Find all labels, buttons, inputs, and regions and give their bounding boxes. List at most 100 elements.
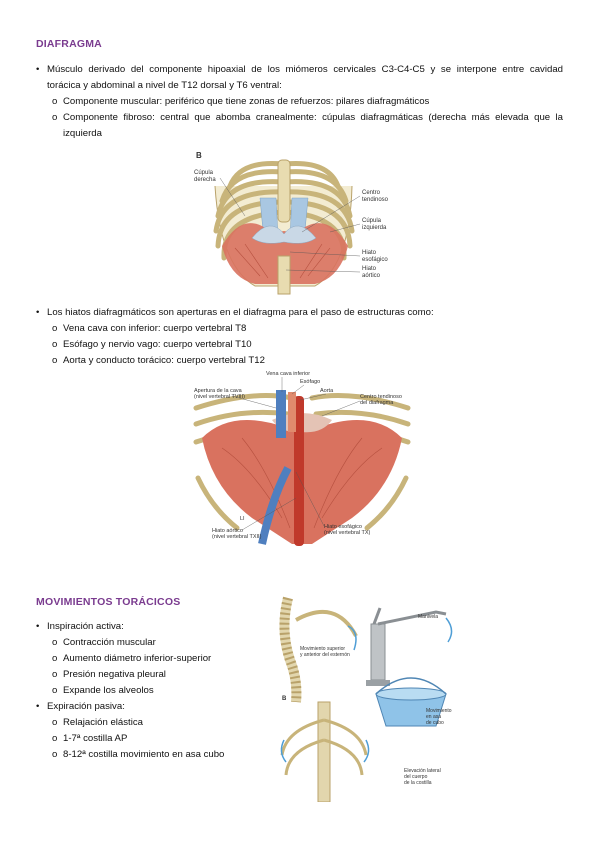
sub-bullet: o [52,669,58,680]
label-mov-superior-2: y anterior del esternón [300,652,350,658]
expiracion-text: Expiración pasiva: [47,701,125,712]
sub-bullet: o [52,749,58,760]
sub-bullet: o [52,96,58,107]
sub-bullet: o [52,685,58,696]
figure-letter: B [282,696,287,702]
label-hiato-esofagico: Hiato esofágico [324,524,362,530]
insp-item: o Aumento diámetro inferior-superior [52,651,211,667]
label-mov-superior: Movimiento superior [300,646,345,652]
label-hiato-aortico-2: aórtico [362,273,381,279]
vena-cava [276,390,286,438]
sub-bullet: o [52,717,58,728]
spine-lateral [279,596,302,703]
inspiracion-title: • Inspiración activa: [36,619,124,635]
exp-item: o Relajación elástica [52,715,143,731]
sub-item-fibroso-cont: izquierda [63,128,102,139]
figure-thoracic-movements: B Manivela Movimiento superior y anterio… [279,596,453,802]
label-centro-tendinoso: Centro tendinoso [360,394,402,400]
label-apertura-cava-2: (nivel vertebral TVIII) [194,394,245,400]
label-del-cuerpo: del cuerpo [404,774,428,780]
label-hiato-aortico-2: (nivel vertebral TXII) [212,534,262,540]
sub-bullet: o [52,355,58,366]
hiato-item-text: Aorta y conducto torácico: cuerpo verteb… [63,355,265,366]
bullet: • [36,307,40,318]
exp-item-text: 1-7ª costilla AP [63,733,128,744]
sub-item-muscular: o Componente muscular: periférico que tie… [52,94,429,110]
hiatos-intro: • Los hiatos diafragmáticos son aperturas… [36,305,434,321]
label-hiato-esofagico: Hiato [362,250,377,256]
sub-bullet: o [52,112,58,123]
sub-bullet: o [52,653,58,664]
hiato-item-text: Esófago y nervio vago: cuerpo vertebral … [63,339,252,350]
intro-text-1: Músculo derivado del componente hipoaxia… [47,64,563,75]
label-movimiento: Movimiento [426,708,452,714]
label-apertura-cava: Apertura de la cava [194,388,243,394]
label-centro-tendinoso-2: del diafragma [360,400,394,406]
aorta [294,396,304,546]
sub-bullet: o [52,637,58,648]
label-aorta: Aorta [320,388,334,394]
label-hiato-aortico: Hiato aórtico [212,528,243,534]
inspiracion-text: Inspiración activa: [47,621,124,632]
insp-item: o Contracción muscular [52,635,156,651]
insp-item-text: Presión negativa pleural [63,669,166,680]
label-elevacion-lateral: Elevación lateral [404,768,441,774]
bullet: • [36,64,40,75]
label-esofago: Esófago [300,379,320,385]
label-li: LI [240,516,245,522]
intro-line-1: • Músculo derivado del componente hipoaxi… [36,62,563,78]
insp-item-text: Contracción muscular [63,637,156,648]
sub-item-text: Componente fibroso: central que abomba c… [63,112,563,123]
esophagus [288,392,296,432]
section-title-movimientos: MOVIMIENTOS TORÁCICOS [36,596,181,608]
label-de-la-costilla: de la costilla [404,780,432,786]
pump-handle [366,607,453,686]
bucket [375,677,447,727]
movement-arrow [347,625,357,651]
label-centro-tendinoso-2: tendinoso [362,197,389,203]
hiato-item: o Vena cava con inferior: cuerpo vertebra… [52,321,246,337]
exp-item-text: Relajación elástica [63,717,143,728]
sub-item-fibroso: o Componente fibroso: central que abomba … [52,110,563,126]
bullet: • [36,621,40,632]
insp-item-text: Aumento diámetro inferior-superior [63,653,212,664]
label-hiato-esofagico-2: esofágico [362,257,388,263]
hiato-item: o Aorta y conducto torácico: cuerpo verte… [52,353,265,369]
hiato-item: o Esófago y nervio vago: cuerpo vertebral… [52,337,252,353]
exp-item-text: 8-12ª costilla movimiento en asa cubo [63,749,225,760]
label-hiato-aortico: Hiato [362,266,377,272]
spine [277,255,291,295]
sub-bullet: o [52,733,58,744]
spine-anterior [317,701,331,802]
diaphragm [222,223,348,284]
intro-line-2: torácica y abdominal a nivel de T12 dors… [47,80,282,91]
label-manivela: Manivela [418,614,438,620]
ribs-bucket [280,718,368,776]
sub-bullet: o [52,339,58,350]
label-vena-cava: Vena cava inferior [266,371,310,377]
figure-letter: B [196,151,202,160]
label-cupula-derecha: Cúpula [194,170,214,176]
hiato-item-text: Vena cava con inferior: cuerpo vertebral… [63,323,247,334]
exp-item: o 1-7ª costilla AP [52,731,127,747]
sub-item-text: Componente muscular: periférico que tien… [63,96,430,107]
insp-item-text: Expande los alveolos [63,685,154,696]
figure-ribcage-diaphragm: B Cúpula derecha Centro tendinoso Cúpula… [194,151,389,295]
sternum [277,159,291,223]
ivc-lower [258,466,292,545]
label-hiato-esofagico-2: (nivel vertebral TX) [324,530,371,536]
label-de-cubo: de cubo [426,720,444,726]
insp-item: o Expande los alveolos [52,683,154,699]
label-centro-tendinoso: Centro [362,190,381,196]
sub-bullet: o [52,323,58,334]
bullet: • [36,701,40,712]
rib [295,610,358,637]
hiatos-intro-text: Los hiatos diafragmáticos son aperturas … [47,307,434,318]
label-cupula-izquierda-2: izquierda [362,225,387,231]
insp-item: o Presión negativa pleural [52,667,166,683]
figure-diaphragm-hiatuses: Vena cava inferior Esófago Apertura de l… [193,371,411,546]
label-en-asa: en asa [426,714,441,720]
label-cupula-derecha-2: derecha [194,177,216,183]
expiracion-title: • Expiración pasiva: [36,699,125,715]
exp-item: o 8-12ª costilla movimiento en asa cubo [52,747,224,763]
